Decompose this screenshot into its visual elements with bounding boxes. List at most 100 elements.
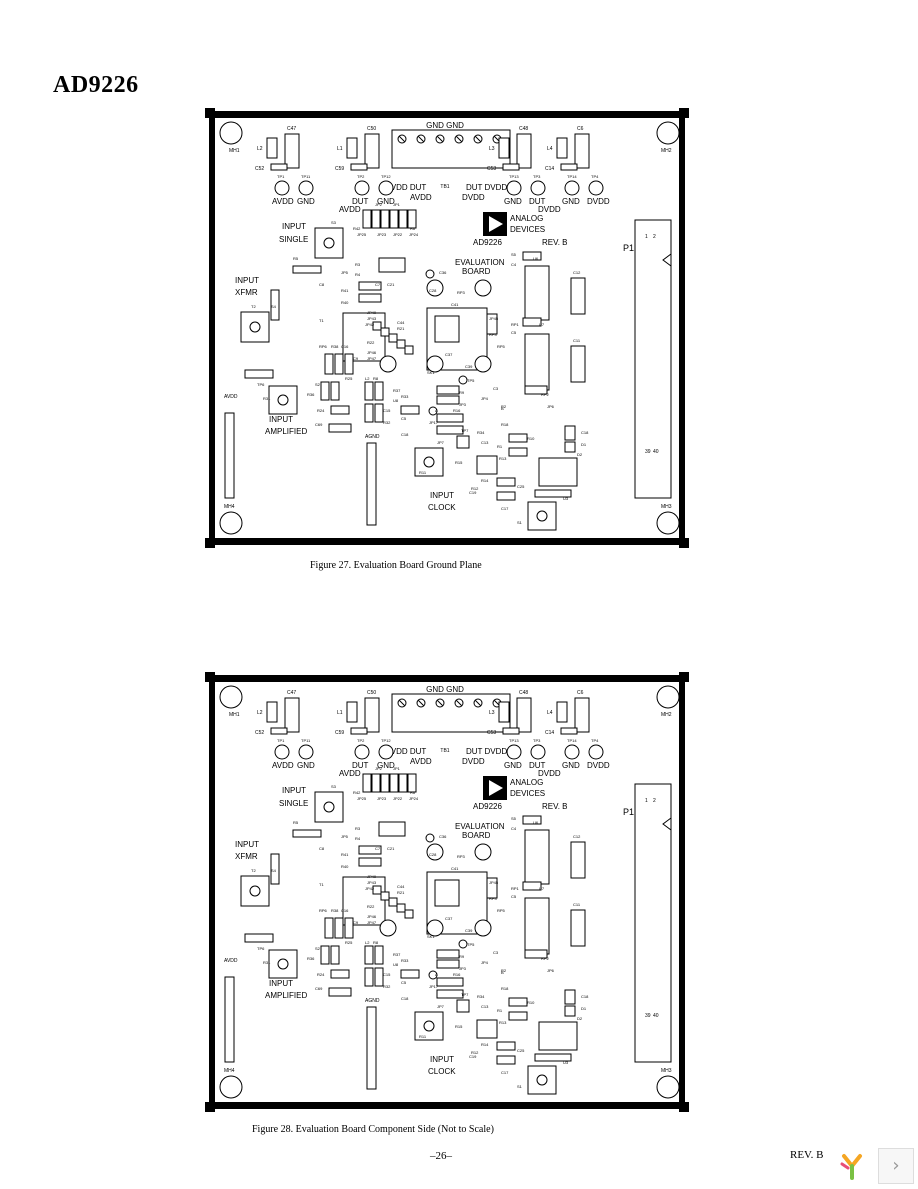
diode-d1: [564, 425, 576, 441]
agnd-rail: [366, 442, 377, 526]
label-avdd: AVDD: [410, 757, 432, 766]
board-edge-right: [685, 682, 689, 1102]
pad: [474, 355, 492, 373]
terminal-block-tb1: [391, 129, 511, 169]
capacitor-label: C6: [577, 690, 584, 696]
resistor: [320, 381, 330, 401]
pad: [426, 279, 444, 297]
test-point-label: TP14: [567, 174, 577, 179]
component-label: R34: [477, 430, 485, 435]
resistor-r34: [270, 853, 280, 885]
power-label: DUT: [529, 197, 546, 206]
component-label: U6: [533, 820, 539, 825]
component-label: R8: [373, 940, 379, 945]
component-label: S4: [271, 304, 277, 309]
resistor-pack-rp2: [570, 909, 586, 947]
board-edge-top: [215, 672, 679, 675]
component-label: T2: [251, 868, 256, 873]
page-number: –26–: [430, 1150, 452, 1162]
connector-key: [662, 253, 672, 267]
component-label: RP4: [489, 896, 498, 901]
adc-area: [426, 871, 488, 935]
jumper: [398, 773, 408, 793]
component-label: JP25: [357, 232, 367, 237]
component-label: TP5: [467, 942, 475, 947]
component-label: RP2: [541, 956, 550, 961]
diode-d2: [564, 1005, 576, 1017]
connector-pin-label: 2: [653, 234, 656, 240]
mounting-hole: [219, 685, 243, 709]
resistor-r5: [292, 829, 322, 838]
component-label: R2: [501, 968, 507, 973]
viewer-logo-icon[interactable]: [834, 1148, 870, 1184]
component-label: C28: [429, 288, 437, 293]
label-dut-dvdd-right: DVDD: [538, 205, 561, 214]
connector-label: P1: [623, 243, 634, 253]
board-edge-left: [205, 682, 209, 1102]
label-dut-avdd: AVDD: [339, 769, 361, 778]
component-label: TP6: [257, 382, 265, 387]
avdd-rail: [224, 976, 235, 1063]
component-label: R14: [481, 478, 489, 483]
component-label: C53: [487, 166, 496, 172]
test-point-label: TP11: [301, 738, 311, 743]
connector-pin-label: 39: [645, 449, 651, 455]
sma-connector-s1: [414, 447, 444, 477]
resistor-pack-rp1: [570, 841, 586, 879]
input-clock-label: CLOCK: [428, 503, 456, 512]
ic-u7: [524, 333, 550, 391]
label-gnd-gnd: GND GND: [426, 685, 464, 694]
capacitor: [400, 405, 420, 415]
sma-pin: [423, 1020, 435, 1032]
next-page-button[interactable]: ›: [878, 1148, 914, 1184]
jumper: [456, 435, 470, 449]
component-label: JP3: [459, 966, 467, 971]
component-label: R11: [419, 1034, 427, 1039]
terminal-screw: [474, 135, 482, 143]
component-label: RP1: [511, 886, 520, 891]
capacitor-label: C48: [519, 690, 528, 696]
component-label: R6: [410, 790, 416, 795]
component-label: C12: [573, 270, 581, 275]
capacitor: [324, 353, 334, 375]
test-point: [530, 180, 546, 196]
component-label: C13: [481, 1004, 489, 1009]
capacitor: [400, 969, 420, 979]
pad: [474, 919, 492, 937]
revision-footer: REV. B: [790, 1149, 824, 1161]
test-point-label: TP1: [277, 174, 285, 179]
component-label: R15: [455, 1024, 463, 1029]
transformer-t2: [538, 1021, 578, 1051]
input-xfmr-label: XFMR: [235, 852, 258, 861]
component-label: JP7: [437, 440, 445, 445]
power-label: GND: [562, 761, 580, 770]
sma-pin: [423, 456, 435, 468]
resistor: [364, 967, 374, 987]
terminal-screw: [474, 699, 482, 707]
test-point-label: TP12: [381, 738, 391, 743]
figure-28-caption: Figure 28. Evaluation Board Component Si…: [252, 1124, 494, 1135]
component-label: S1: [517, 520, 523, 525]
pad: [426, 843, 444, 861]
jumper: [407, 773, 417, 793]
test-point: [354, 180, 370, 196]
input-amplified-label: INPUT: [269, 415, 293, 424]
terminal-screw: [455, 699, 463, 707]
component-label: R16: [453, 408, 461, 413]
component-label: U8: [393, 398, 399, 403]
jumper: [524, 949, 548, 959]
resistor: [508, 447, 528, 457]
component-label: JP24: [409, 796, 419, 801]
transformer-t1: [342, 876, 386, 926]
jumper: [362, 209, 372, 229]
connector-pin-label: 1: [645, 234, 648, 240]
component-label: TP7: [461, 992, 469, 997]
jumper: [398, 209, 408, 229]
component-label: C9: [353, 920, 359, 925]
logo-text-devices: DEVICES: [510, 225, 545, 234]
component-label: R3: [355, 262, 361, 267]
component-label: R42: [353, 226, 361, 231]
component-label: U8: [393, 962, 399, 967]
label-avdd-dut: AVDD DUT: [386, 183, 426, 192]
component-label: R9: [459, 954, 465, 959]
